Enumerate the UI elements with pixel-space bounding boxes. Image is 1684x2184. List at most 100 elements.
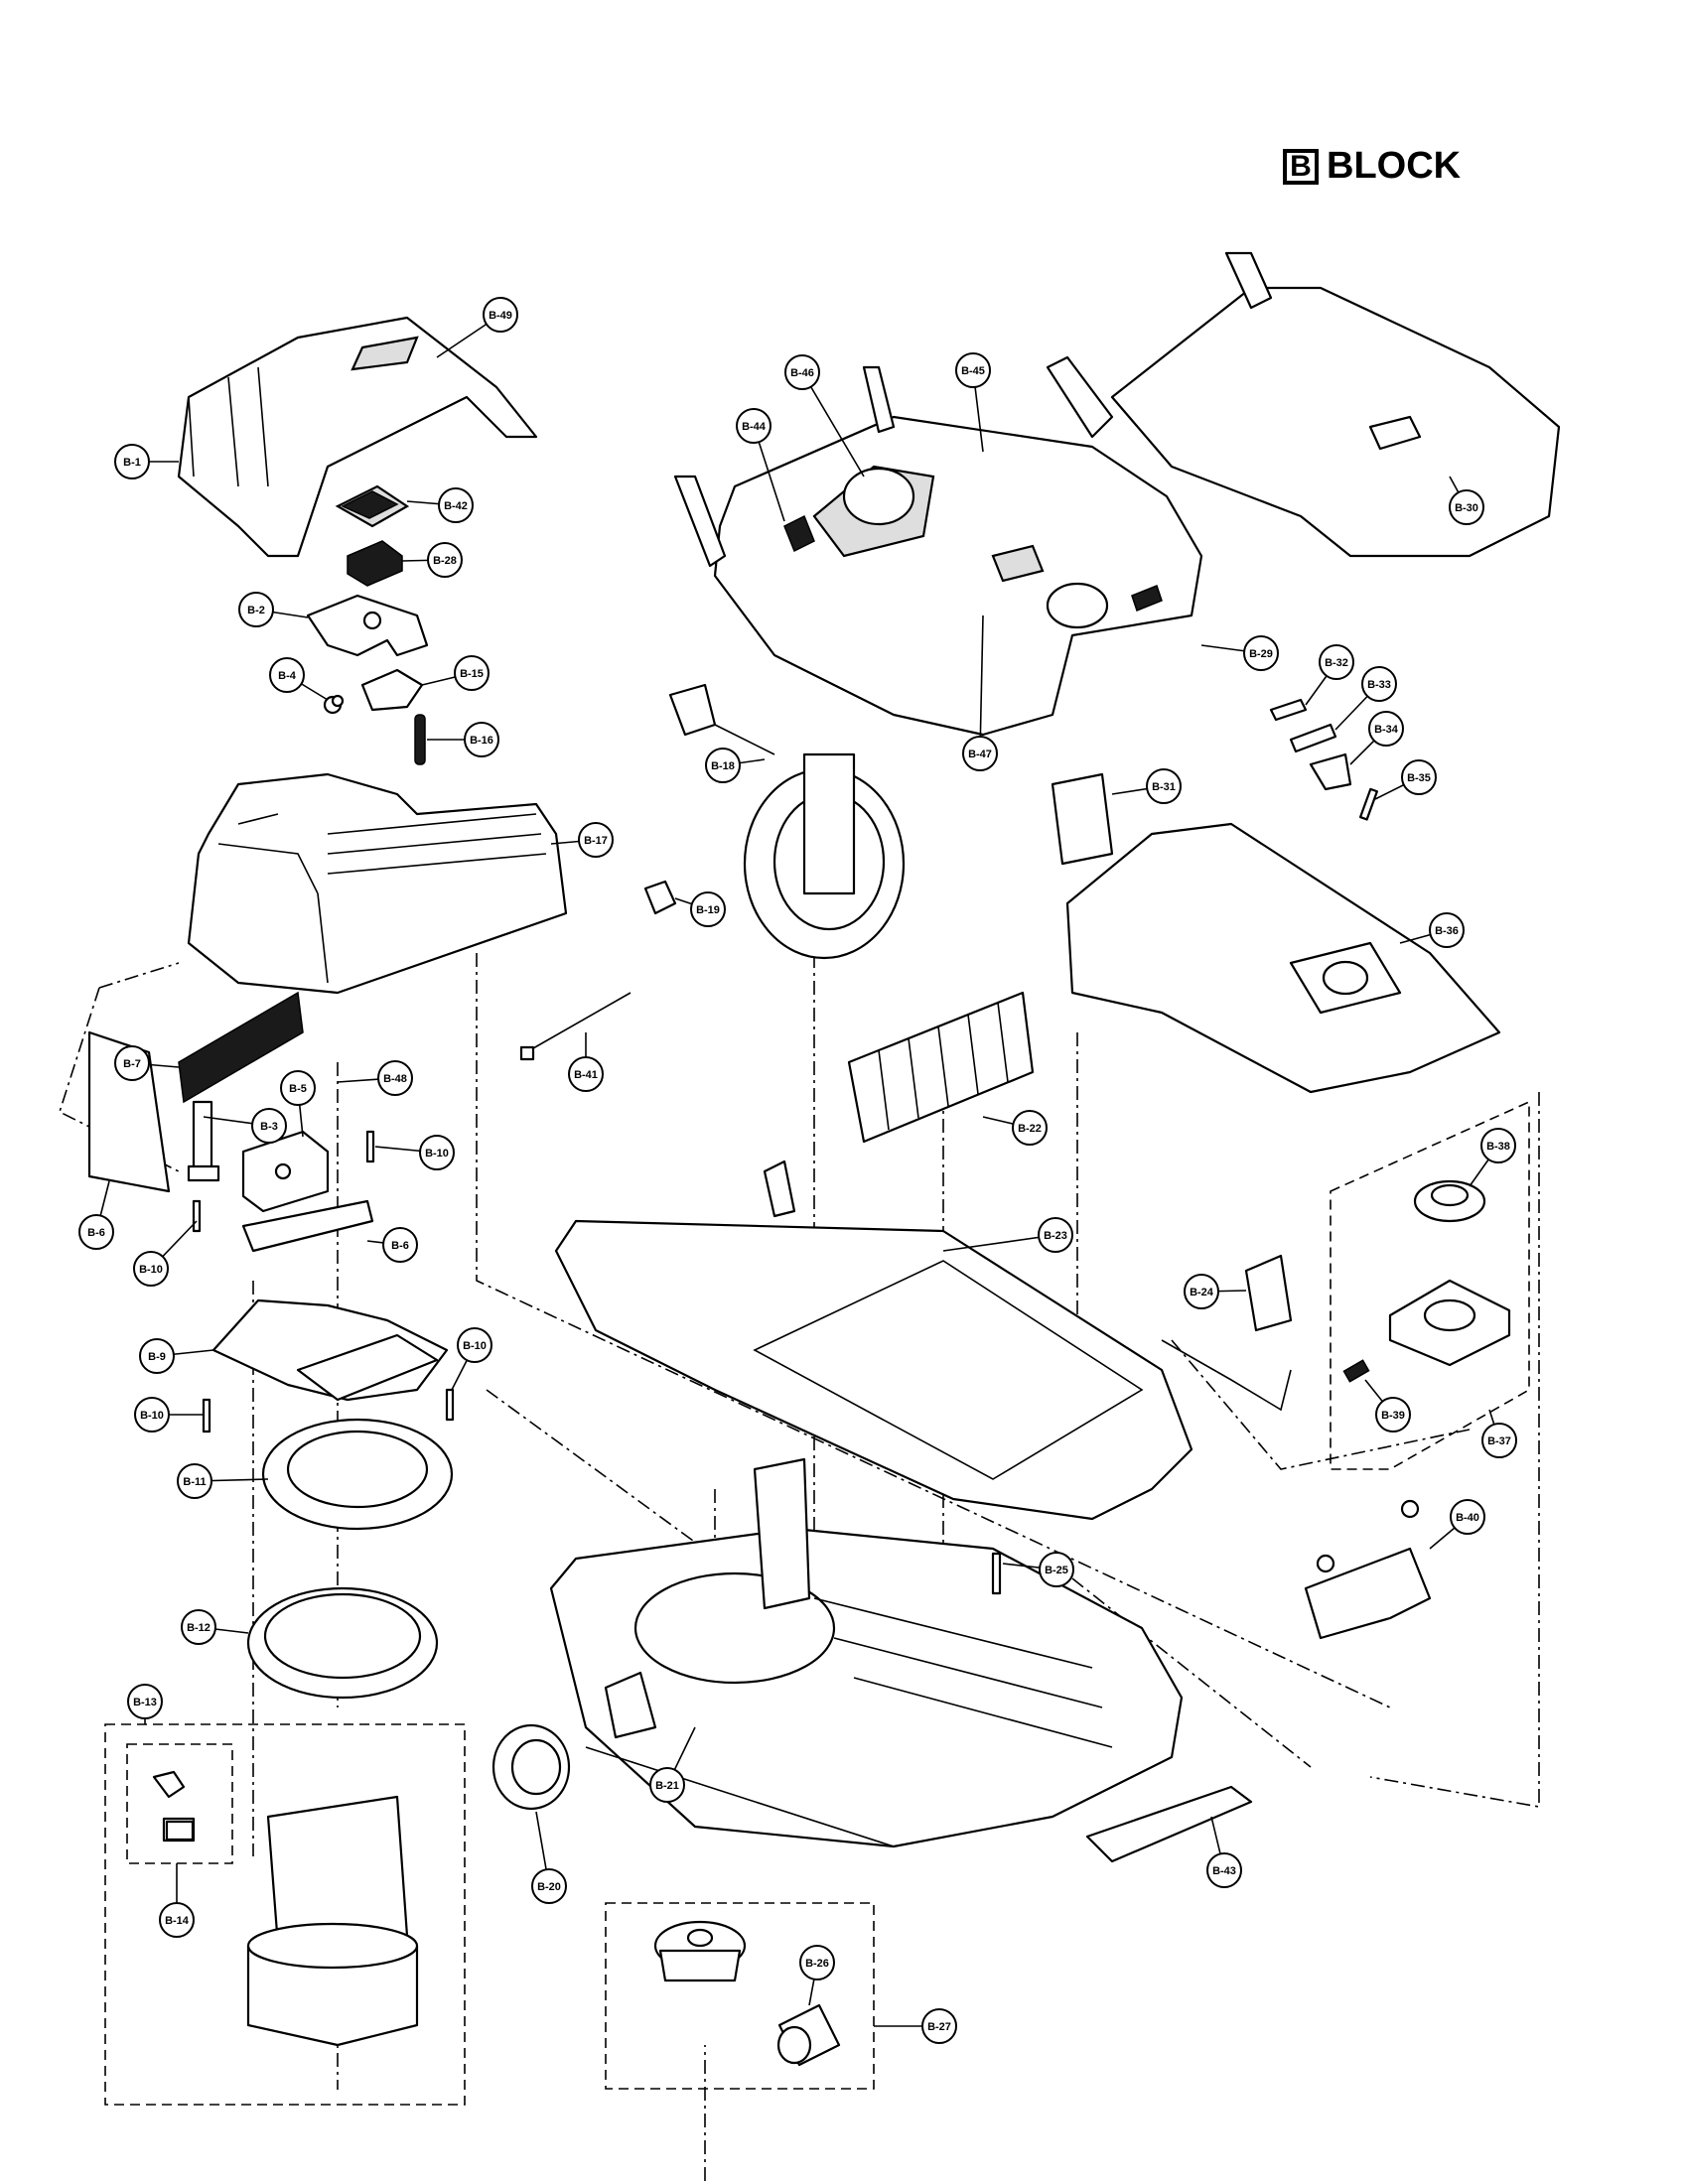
callout-circle (1450, 1499, 1485, 1535)
part-b31-bracket (1051, 772, 1114, 866)
callout-circle (1361, 666, 1397, 702)
callout-label: B-14 (165, 1915, 190, 1927)
part-b18-cord-reel (668, 683, 906, 960)
part-b49-cover (177, 316, 538, 558)
part-b14-brush (165, 1820, 195, 1842)
callout-label: B-9 (148, 1351, 166, 1363)
callout-circle (799, 1945, 835, 1980)
callout-label: B-28 (433, 555, 457, 567)
callout-circle (427, 542, 463, 578)
block-letter-box: B (1283, 148, 1319, 185)
callout-b-16: B-16 (427, 722, 499, 757)
callout-b-10: B-10 (451, 1327, 492, 1391)
callout-circle (1184, 1274, 1219, 1309)
callout-circle (438, 487, 474, 523)
callout-b-15: B-15 (421, 655, 490, 691)
callout-label: B-25 (1045, 1565, 1068, 1576)
callout-label: B-6 (391, 1240, 409, 1252)
part-b41-rod (519, 992, 632, 1061)
callout-b-31: B-31 (1111, 768, 1182, 804)
part-b36-dust-bag (1065, 822, 1501, 1094)
callout-leader (979, 614, 984, 754)
part-b9-plate (211, 1298, 449, 1402)
part-b33-strip (1289, 723, 1337, 753)
part-b28-block (347, 540, 403, 587)
callout-circle (133, 1251, 169, 1287)
callout-b-28: B-28 (401, 542, 463, 578)
callout-label: B-15 (460, 668, 484, 680)
callout-b-14: B-14 (159, 1863, 195, 1938)
part-b39-spring (1342, 1359, 1370, 1383)
callout-circle (251, 1108, 287, 1144)
callout-b-1: B-1 (114, 444, 179, 479)
callout-label: B-48 (383, 1073, 407, 1085)
callout-b-5: B-5 (280, 1070, 316, 1138)
callout-b-10: B-10 (374, 1135, 455, 1170)
callout-label: B-4 (278, 670, 297, 682)
callout-label: B-44 (742, 421, 767, 433)
callout-circle (177, 1463, 212, 1499)
callout-label: B-17 (584, 835, 608, 847)
part-b7-filter (178, 991, 304, 1104)
callout-b-22: B-22 (982, 1110, 1048, 1146)
callout-b-27: B-27 (874, 2008, 957, 2044)
callout-b-29: B-29 (1200, 635, 1279, 671)
callout-b-19: B-19 (674, 891, 726, 927)
callout-b-35: B-35 (1374, 759, 1437, 800)
callout-b-49: B-49 (436, 297, 518, 358)
callout-circle (1449, 489, 1484, 525)
callout-b-37: B-37 (1481, 1409, 1517, 1458)
callout-circle (1243, 635, 1279, 671)
callout-label: B-39 (1381, 1410, 1405, 1422)
callout-circle (127, 1684, 163, 1719)
part-b37-valve-group (1330, 1100, 1530, 1470)
part-b15-latch (360, 668, 424, 712)
callout-label: B-2 (247, 605, 265, 616)
callout-label: B-34 (1374, 724, 1399, 736)
callout-b-7: B-7 (114, 1045, 180, 1081)
part-b22-grille (847, 991, 1035, 1144)
part-b21-bottom-housing (549, 1457, 1184, 1848)
callout-label: B-7 (123, 1058, 141, 1070)
callout-label: B-49 (489, 310, 512, 322)
callout-b-26: B-26 (799, 1945, 835, 2006)
callout-label: B-11 (183, 1476, 206, 1488)
callout-b-34: B-34 (1349, 711, 1404, 765)
callout-b-41: B-41 (568, 1032, 604, 1092)
callout-label: B-26 (805, 1958, 829, 1970)
callout-label: B-3 (260, 1121, 278, 1133)
block-title: B BLOCK (1283, 145, 1461, 188)
callout-label: B-10 (425, 1148, 449, 1160)
part-b34-clip (1309, 752, 1352, 791)
callout-label: B-20 (537, 1881, 561, 1893)
callout-circle (78, 1214, 114, 1250)
callout-circle (955, 352, 991, 388)
part-b5-switch (241, 1130, 330, 1213)
callout-circle (457, 1327, 492, 1363)
callout-circle (1012, 1110, 1048, 1146)
callout-b-21: B-21 (649, 1726, 696, 1803)
callout-b-39: B-39 (1364, 1379, 1411, 1433)
callout-label: B-47 (968, 749, 992, 760)
callout-circle (483, 297, 518, 333)
callout-b-12: B-12 (181, 1609, 249, 1645)
callout-b-20: B-20 (531, 1811, 567, 1904)
part-b12-ring (246, 1586, 439, 1700)
callout-leader (801, 371, 865, 478)
callout-b-40: B-40 (1429, 1499, 1485, 1550)
part-b35-screw (1358, 787, 1378, 821)
callout-label: B-12 (187, 1622, 210, 1634)
callout-b-9: B-9 (139, 1338, 214, 1374)
callout-circle (1429, 912, 1465, 948)
callout-circle (705, 748, 741, 783)
callout-b-13: B-13 (127, 1684, 163, 1724)
callout-label: B-19 (696, 904, 720, 916)
callout-circle (1038, 1217, 1073, 1253)
callout-circle (238, 592, 274, 627)
callout-b-2: B-2 (238, 592, 309, 627)
callout-circle (1480, 1128, 1516, 1163)
callout-circle (377, 1060, 413, 1096)
callout-label: B-45 (961, 365, 985, 377)
callout-circle (280, 1070, 316, 1106)
